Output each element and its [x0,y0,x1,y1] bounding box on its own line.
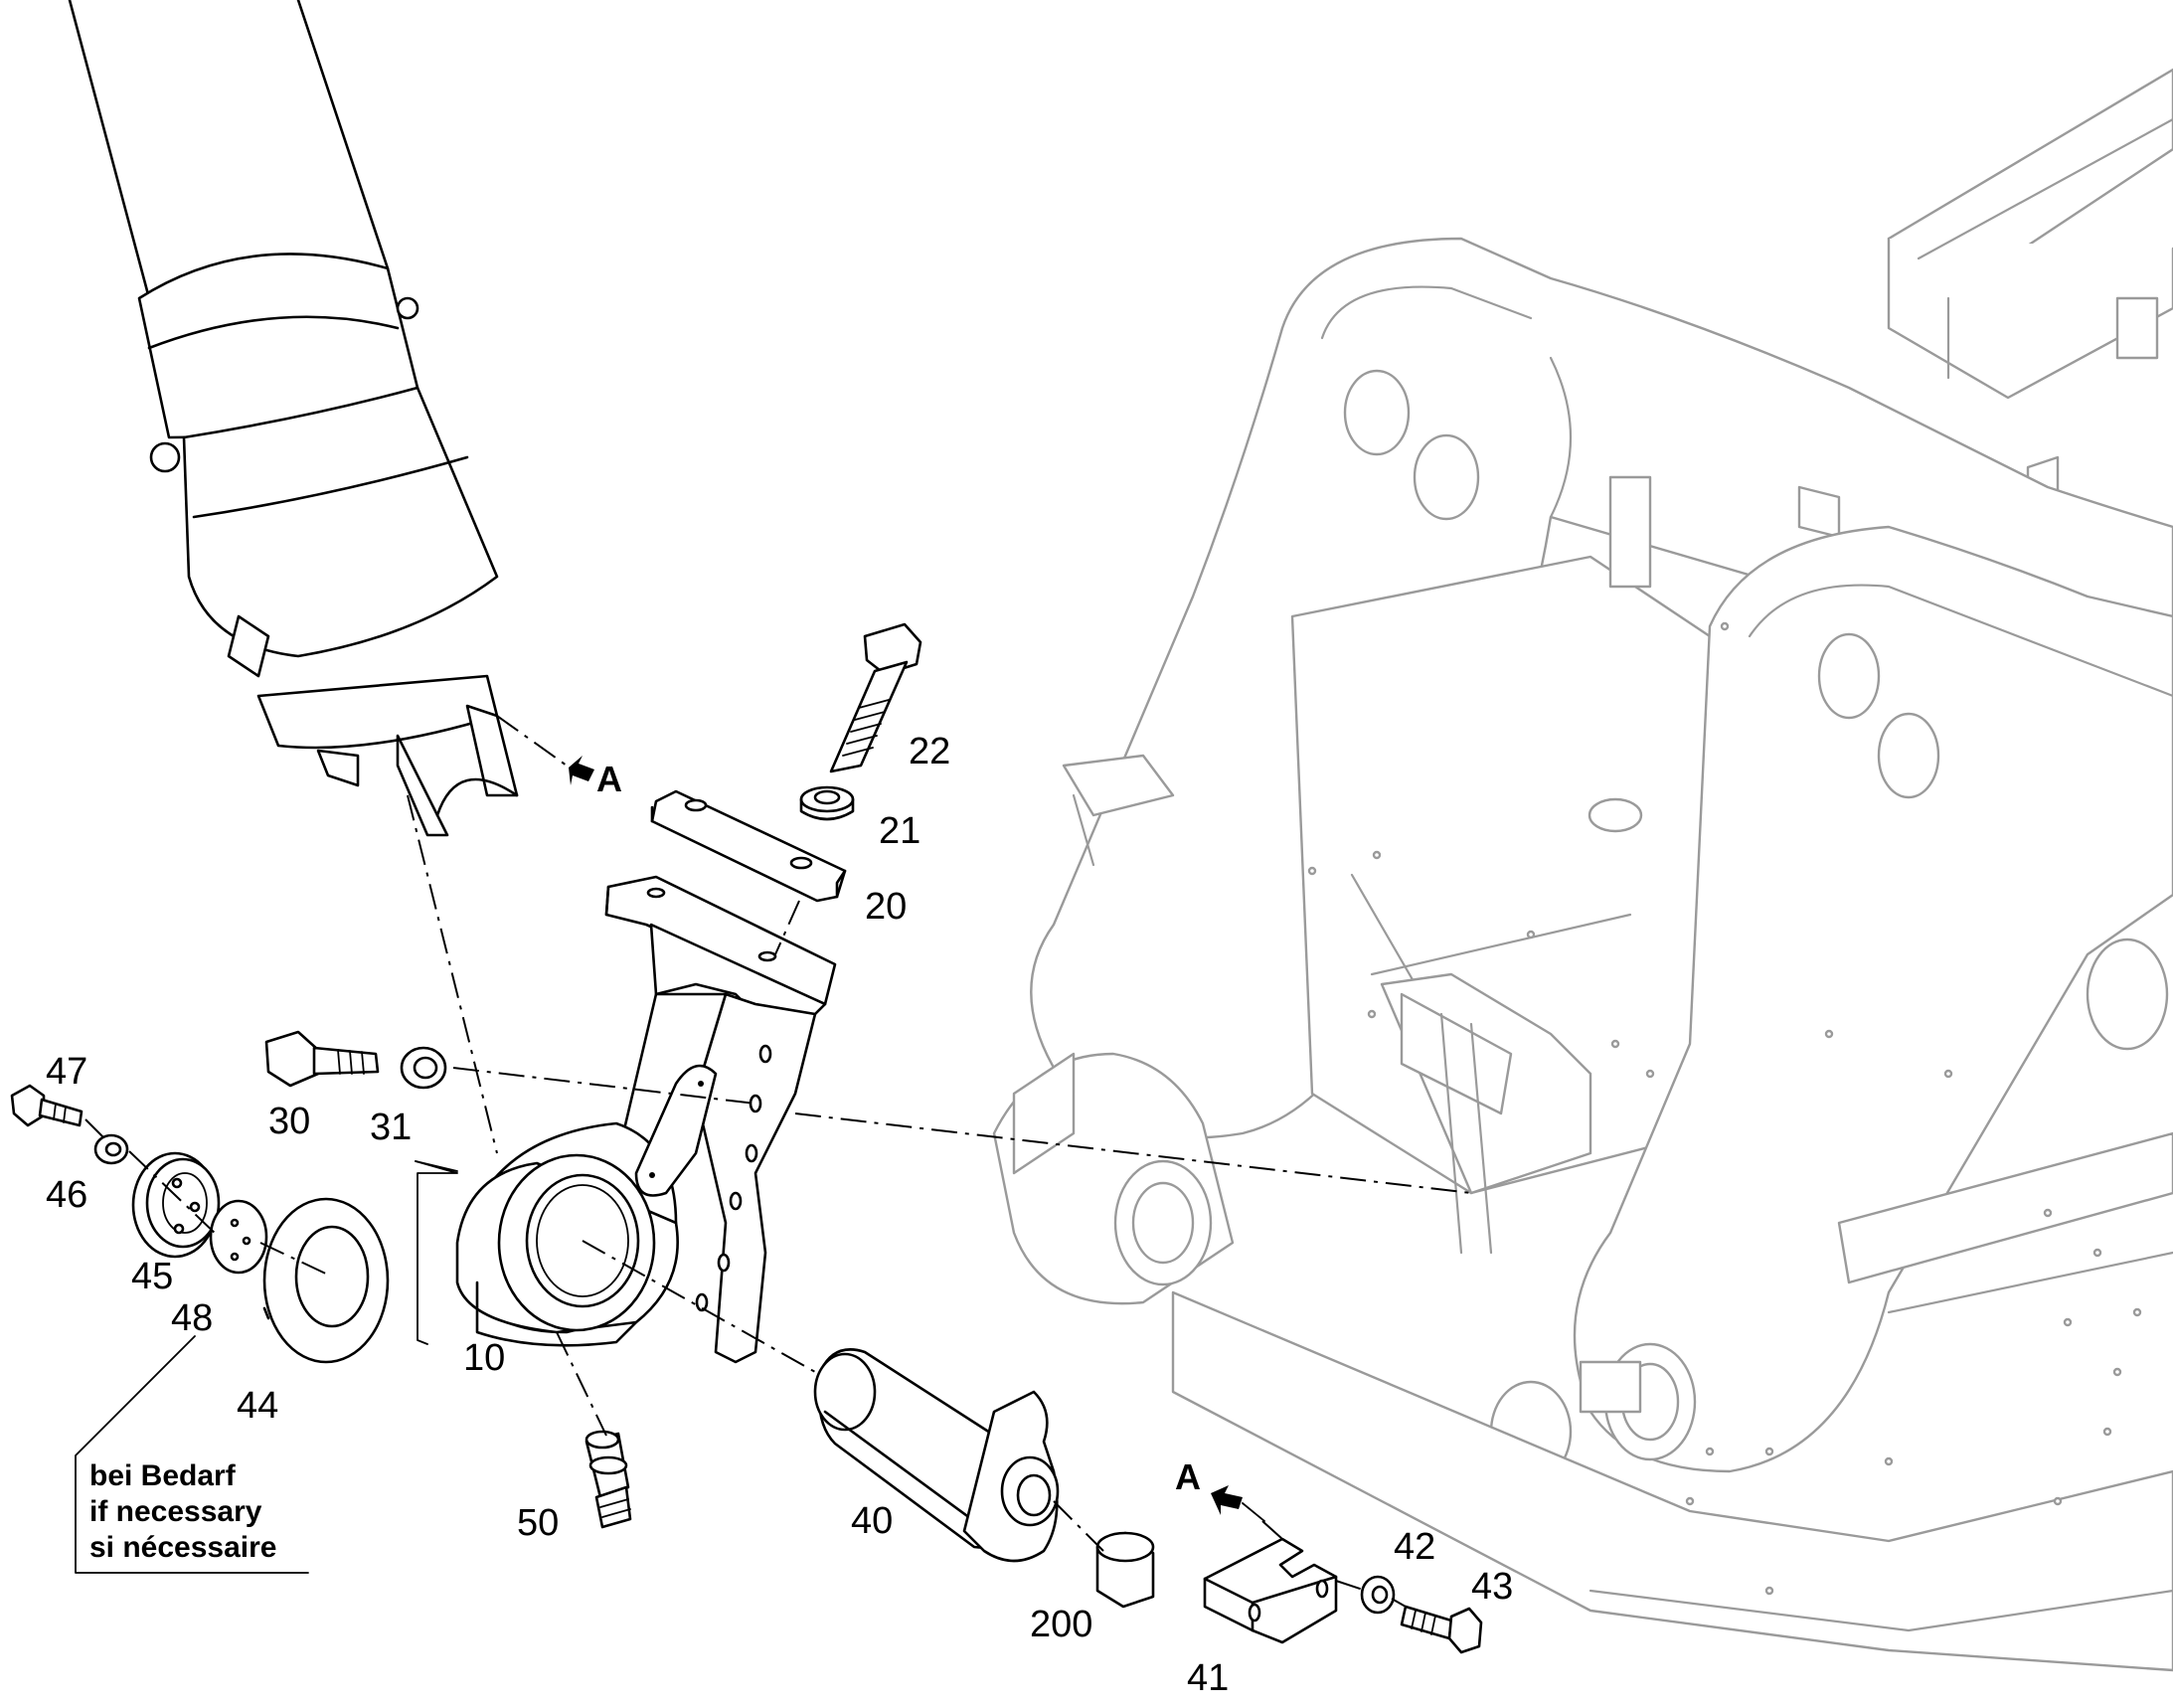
part-43-bolt [1400,1605,1483,1654]
note-leader-line [75,1335,309,1574]
part-31-washer [400,1046,447,1090]
callout-10: 10 [463,1337,505,1379]
callout-30: 30 [268,1101,310,1142]
note-line-en: if necessary [89,1495,262,1528]
view-marker-labels: A A [596,759,1201,1497]
callout-40: 40 [851,1500,893,1542]
callout-50: 50 [517,1502,559,1544]
part-20-strap-plate [650,789,847,903]
view-marker-upper: A [596,759,622,799]
part-46-washer [93,1133,129,1165]
callout-45: 45 [131,1256,173,1297]
assembly-lines [84,715,1472,1608]
part-42-washer [1360,1575,1396,1615]
part-21-washer [799,785,855,821]
callout-42: 42 [1394,1526,1435,1568]
callout-20: 20 [865,886,907,928]
callout-44: 44 [237,1385,278,1427]
note-line-fr: si nécessaire [89,1531,276,1564]
callout-48: 48 [171,1297,213,1339]
hydraulic-cylinder [68,0,519,837]
view-marker-lower: A [1175,1456,1201,1497]
callout-46: 46 [46,1174,87,1216]
part-200-cap [1095,1531,1155,1609]
part-30-bolt [264,1030,380,1088]
callout-labels: 22 21 20 47 30 31 46 45 48 10 44 50 40 4… [46,731,1513,1699]
part-22-bolt [829,622,922,773]
part-50-grease-fitting [585,1430,632,1529]
part-48-shim [209,1199,268,1275]
part-10-bracket [455,875,837,1364]
callout-21: 21 [879,810,920,852]
part-45-end-cap [131,1151,221,1259]
callout-41: 41 [1187,1657,1229,1699]
note-line-de: bei Bedarf [89,1459,237,1492]
part-41-clamp [1203,1537,1338,1644]
callout-200: 200 [1030,1604,1092,1645]
callout-47: 47 [46,1051,87,1093]
loader-frame [992,68,2173,1672]
part-44-large-shim [262,1197,390,1364]
view-arrow-lower [1211,1485,1265,1522]
part-40-pin [813,1348,1060,1563]
view-arrow-upper [569,756,594,785]
callout-22: 22 [909,731,950,772]
callout-31: 31 [370,1107,412,1148]
callout-43: 43 [1471,1566,1513,1608]
note-text: bei Bedarf if necessary si nécessaire [89,1459,276,1564]
part-47-bolt [10,1084,84,1127]
